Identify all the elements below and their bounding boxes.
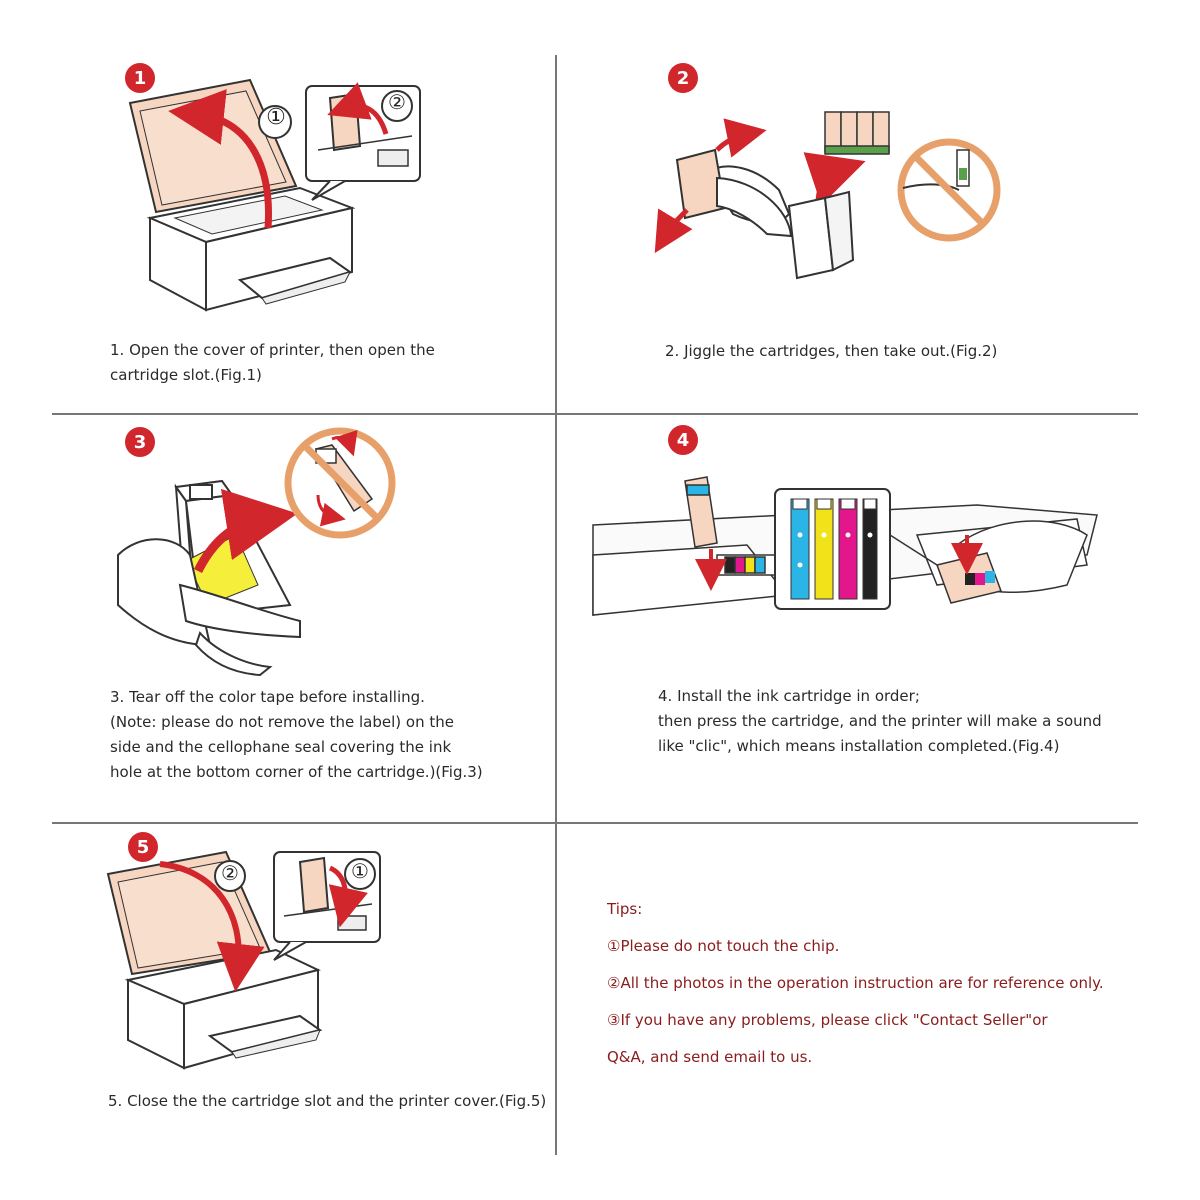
cartridge-icon bbox=[298, 856, 330, 914]
caption-line: 5. Close the the cartridge slot and the … bbox=[108, 1092, 547, 1110]
step-2-caption: 2. Jiggle the cartridges, then take out.… bbox=[665, 339, 997, 364]
curved-arrow-icon bbox=[327, 82, 389, 135]
step-3-illustration bbox=[117, 427, 396, 677]
step-1-panel: 1 bbox=[0, 0, 555, 413]
step-3-panel: 3 3. Tear off the color bbox=[0, 415, 555, 822]
curved-arrow-icon bbox=[715, 118, 767, 158]
caption-line: side and the cellophane seal covering th… bbox=[110, 738, 452, 756]
curved-arrow-icon bbox=[193, 488, 298, 574]
prohibit-icon bbox=[897, 138, 1001, 242]
tips-block: Tips: ①Please do not touch the chip. ②Al… bbox=[607, 897, 1104, 1082]
hand-icon bbox=[716, 176, 793, 238]
tips-title: Tips: bbox=[607, 900, 643, 918]
caption-line: 2. Jiggle the cartridges, then take out.… bbox=[665, 342, 998, 360]
horizontal-divider-2 bbox=[52, 822, 1138, 824]
step-2-illustration bbox=[654, 111, 1001, 280]
caption-line: 1. Open the cover of printer, then open … bbox=[110, 341, 435, 359]
curved-arrow-icon bbox=[654, 208, 693, 254]
step-4-caption: 4. Install the ink cartridge in order; t… bbox=[658, 684, 1102, 759]
caption-line: hole at the bottom corner of the cartrid… bbox=[110, 763, 483, 781]
tip-item: ③If you have any problems, please click … bbox=[607, 1011, 1048, 1029]
step-3-badge: 3 bbox=[125, 427, 155, 457]
callout-mark-1: ① bbox=[266, 105, 286, 130]
callout-mark-2: ② bbox=[388, 90, 406, 114]
horizontal-divider-1 bbox=[52, 413, 1138, 415]
step-3-caption: 3. Tear off the color tape before instal… bbox=[110, 685, 483, 785]
caption-line: (Note: please do not remove the label) o… bbox=[110, 713, 454, 731]
step-2-badge: 2 bbox=[668, 63, 698, 93]
cartridge-icon bbox=[328, 92, 362, 152]
hand-icon bbox=[117, 538, 301, 677]
step-5-caption: 5. Close the the cartridge slot and the … bbox=[108, 1089, 546, 1114]
step-1-caption: 1. Open the cover of printer, then open … bbox=[110, 338, 435, 388]
step-5-panel: 5 ② ① 5. Close the the car bbox=[0, 824, 555, 1200]
curved-arrow-icon bbox=[328, 865, 368, 928]
step-2-panel: 2 bbox=[557, 0, 1200, 413]
tip-item: Q&A, and send email to us. bbox=[607, 1048, 813, 1066]
ink-order-inset bbox=[774, 488, 938, 610]
tip-item: ②All the photos in the operation instruc… bbox=[607, 974, 1104, 992]
tip-item: ①Please do not touch the chip. bbox=[607, 937, 840, 955]
curved-arrow-icon bbox=[159, 861, 265, 992]
step-5-badge: 5 bbox=[128, 832, 158, 862]
cartridge-icon bbox=[684, 476, 718, 548]
step-5-illustration bbox=[106, 850, 381, 1070]
callout-mark-1: ① bbox=[351, 859, 369, 883]
caption-line: then press the cartridge, and the printe… bbox=[658, 712, 1102, 730]
caption-line: cartridge slot.(Fig.1) bbox=[110, 366, 262, 384]
step-4-badge: 4 bbox=[668, 425, 698, 455]
callout-mark-2: ② bbox=[221, 861, 239, 885]
step-1-badge: 1 bbox=[125, 63, 155, 93]
vertical-divider bbox=[555, 55, 557, 1155]
caption-line: like "clic", which means installation co… bbox=[658, 737, 1060, 755]
caption-line: 3. Tear off the color tape before instal… bbox=[110, 688, 425, 706]
step-1-illustration bbox=[128, 78, 421, 312]
step-4-panel: 4 bbox=[557, 415, 1200, 822]
prohibit-icon bbox=[284, 427, 396, 539]
step-4-illustration bbox=[592, 476, 1098, 616]
caption-line: 4. Install the ink cartridge in order; bbox=[658, 687, 920, 705]
cartridge-pack-icon bbox=[824, 111, 890, 155]
curved-arrow-icon bbox=[168, 89, 272, 229]
